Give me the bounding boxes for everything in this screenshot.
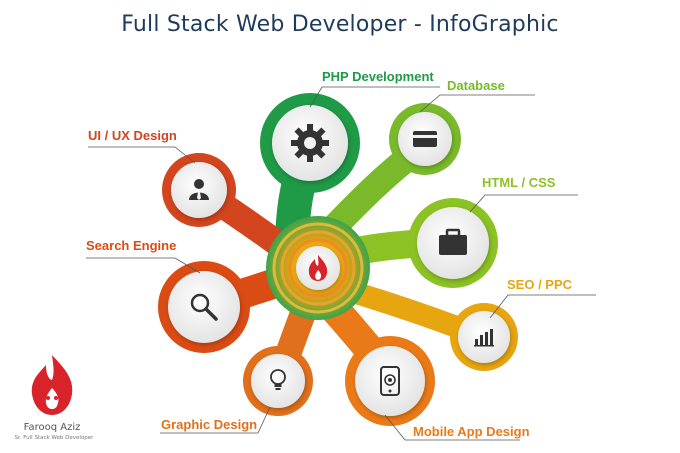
flame-icon — [308, 255, 328, 281]
label-search-engine: Search Engine — [86, 238, 177, 253]
search-icon — [190, 293, 218, 321]
lightbulb-icon — [270, 369, 286, 390]
user-icon — [189, 179, 209, 200]
mobile-icon — [380, 366, 400, 396]
page-title: Full Stack Web Developer - InfoGraphic — [121, 12, 559, 37]
brand-subtitle: Sr. Full Stack Web Developer — [14, 435, 94, 441]
label-graphic-design: Graphic Design — [161, 417, 258, 432]
label-database: Database — [447, 78, 505, 93]
card-icon — [413, 131, 437, 147]
flame-logo-icon — [31, 355, 73, 415]
label-php-development: PHP Development — [322, 69, 434, 84]
label-html-css: HTML / CSS — [482, 175, 556, 190]
briefcase-icon — [439, 228, 467, 255]
label-seo-ppc: SEO / PPC — [507, 277, 573, 292]
gear-icon — [291, 124, 329, 162]
label-mobile-app-design: Mobile App Design — [413, 424, 530, 439]
label-ui-ux-design: UI / UX Design — [88, 128, 177, 143]
leader-lines — [86, 86, 596, 441]
bar-chart-icon — [474, 329, 494, 347]
brand-name: Farooq Aziz — [23, 422, 81, 433]
